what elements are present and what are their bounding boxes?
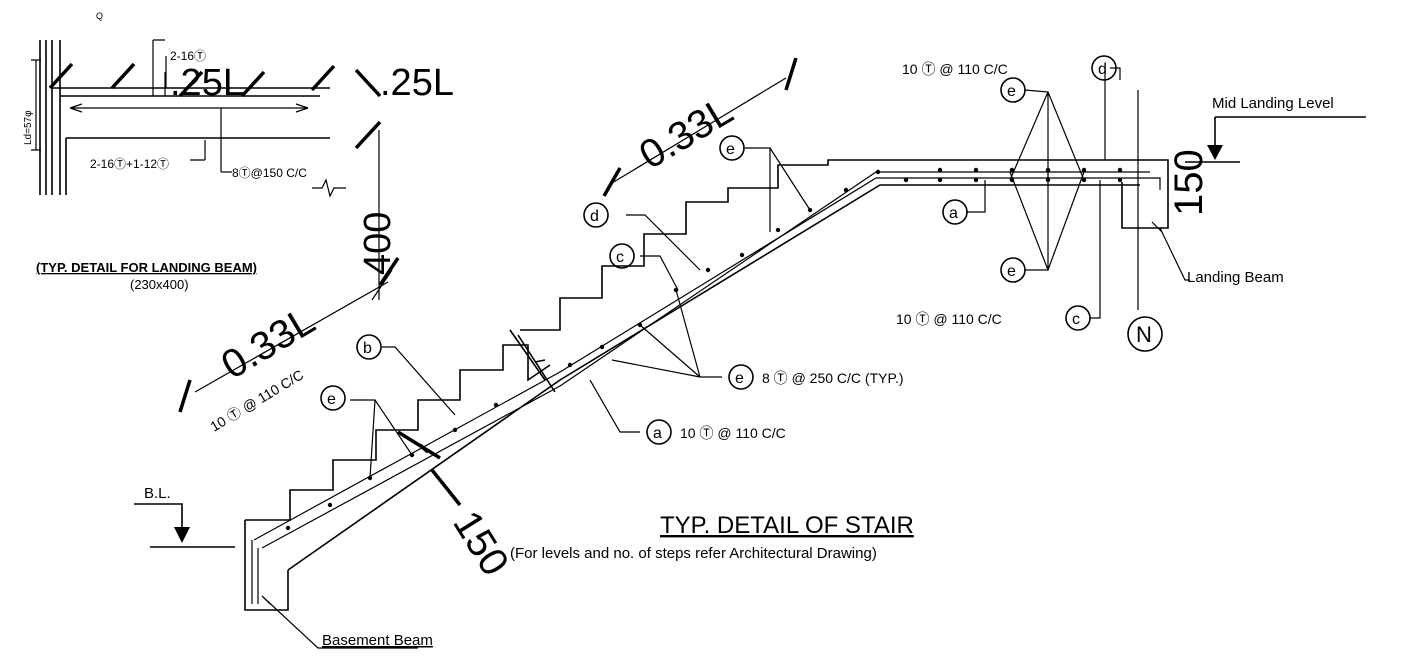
svg-text:e: e	[735, 370, 744, 387]
callout-a-main: a 10 Ⓣ @ 110 C/C	[646, 419, 786, 445]
callout-e-lower: e	[320, 385, 346, 411]
callout-e-typ: e 8 Ⓣ @ 250 C/C (TYP.)	[728, 364, 904, 390]
dim-25l-left: .25L	[170, 62, 244, 104]
callout-c-left: c	[609, 243, 635, 269]
landing-beam-label: Landing Beam	[1187, 269, 1284, 286]
callout-e-typ-text: 8 Ⓣ @ 250 C/C (TYP.)	[762, 370, 904, 386]
callout-leaders	[134, 67, 1121, 649]
landing-area: Mid Landing Level Landing Beam 150 N	[1127, 90, 1366, 352]
drawing-note: (For levels and no. of steps refer Archi…	[510, 545, 877, 562]
svg-text:a: a	[653, 425, 662, 442]
north-marker	[1127, 316, 1163, 352]
beam-detail-size: (230x400)	[130, 277, 189, 292]
svg-text:b: b	[363, 340, 372, 357]
callout-e-upper: e	[719, 135, 745, 161]
callout-c-right: c 10 Ⓣ @ 110 C/C	[896, 305, 1091, 331]
basement-beam-label: Basement Beam	[322, 632, 433, 649]
bl-label: B.L.	[144, 485, 171, 502]
dim-25l-right: .25L	[380, 62, 454, 104]
landing-beam-detail: Q 2-16Ⓣ .25L .25L 2-16Ⓣ+1-12Ⓣ 8Ⓣ@150 C/C…	[23, 11, 454, 301]
svg-text:d: d	[590, 208, 599, 225]
dim-150-top: 150	[1167, 149, 1211, 216]
callout-e-top: e	[1000, 77, 1026, 103]
callout-a-main-text: 10 Ⓣ @ 110 C/C	[680, 425, 786, 441]
svg-text:c: c	[616, 249, 624, 266]
svg-text:e: e	[1007, 263, 1016, 280]
dim-033l-upper: 0.33L	[632, 88, 740, 177]
top-bars-label: 2-16Ⓣ	[170, 49, 206, 63]
callout-d-top: d 10 Ⓣ @ 110 C/C	[902, 55, 1117, 81]
dim-033l-lower: 0.33L	[214, 298, 322, 387]
svg-text:c: c	[1072, 311, 1080, 328]
svg-text:d: d	[1098, 61, 1107, 78]
stirrup-label: 8Ⓣ@150 C/C	[232, 166, 307, 180]
bottom-bars-label: 2-16Ⓣ+1-12Ⓣ	[90, 157, 169, 171]
svg-text:e: e	[726, 141, 735, 158]
callout-d-top-text: 10 Ⓣ @ 110 C/C	[902, 61, 1008, 77]
rebar-dots	[285, 167, 1123, 531]
beam-detail-title: (TYP. DETAIL FOR LANDING BEAM)	[36, 260, 257, 275]
svg-text:e: e	[327, 391, 336, 408]
svg-text:a: a	[949, 205, 958, 222]
svg-text:e: e	[1007, 83, 1016, 100]
callout-e-bottom: e	[1000, 257, 1026, 283]
anchorage-label: Ld=57φ	[23, 110, 34, 145]
stair-structure	[178, 57, 1169, 611]
north-label: N	[1136, 322, 1152, 347]
mid-landing-label: Mid Landing Level	[1212, 95, 1334, 112]
mark-q: Q	[96, 11, 103, 21]
drawing-title: TYP. DETAIL OF STAIR	[660, 512, 914, 539]
dim-150-bottom: 150	[444, 503, 517, 583]
callout-a-landing: a	[942, 199, 968, 225]
callout-c-right-text: 10 Ⓣ @ 110 C/C	[896, 311, 1002, 327]
callout-d-left: d	[583, 202, 609, 228]
